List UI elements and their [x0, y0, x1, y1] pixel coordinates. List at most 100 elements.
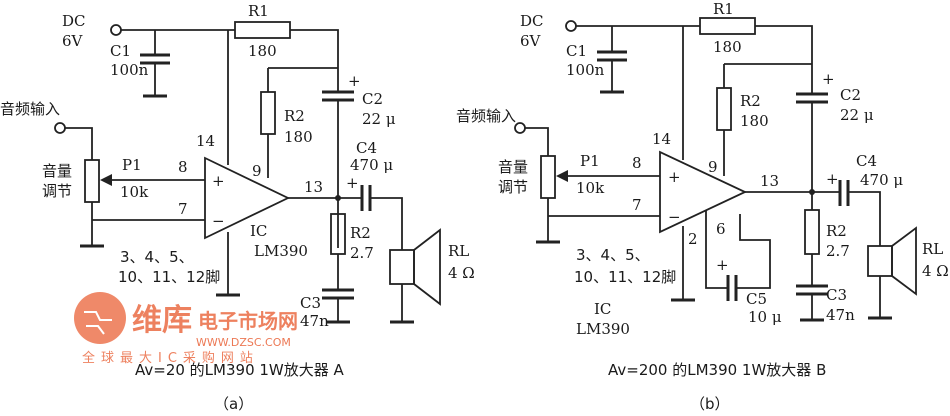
svg-text:+: +: [212, 172, 225, 190]
p1-value-a: 10k: [120, 183, 149, 201]
watermark: 维库 电子市场网 WWW.DZSC.COM 全球最大IC采购网站: [74, 292, 298, 366]
svg-text:13: 13: [760, 172, 779, 190]
svg-text:音量: 音量: [498, 158, 528, 176]
r1-a: [234, 21, 291, 39]
svg-text:8: 8: [632, 154, 642, 172]
caption-b: Av=200 的LM390 1W放大器 B: [608, 361, 826, 379]
potentiometer-a: [84, 159, 100, 203]
svg-text:+: +: [716, 256, 729, 274]
c2-value-a: 22 μ: [362, 110, 396, 128]
svg-text:13: 13: [304, 178, 323, 196]
svg-text:IC: IC: [594, 300, 611, 318]
circuit-a: DC 6V R1 180 C1 100n 14 R2 180 9 + C2 22…: [0, 2, 475, 413]
svg-text:470 μ: 470 μ: [860, 171, 903, 189]
watermark-brand-tail: 电子市场网: [198, 309, 298, 333]
c1-value-a: 100n: [110, 61, 149, 79]
svg-text:180: 180: [713, 38, 742, 56]
audio-input-label-a: 音频输入: [0, 100, 60, 118]
c3-value-a: 47n: [300, 312, 329, 330]
op-amp-b: [659, 150, 748, 234]
svg-text:7: 7: [632, 196, 642, 214]
r2-name-a: R2: [284, 107, 305, 125]
svg-text:C1: C1: [566, 42, 587, 60]
svg-text:音频输入: 音频输入: [456, 107, 516, 125]
svg-text:10、11、12脚: 10、11、12脚: [118, 268, 220, 286]
svg-text:+: +: [346, 174, 359, 192]
ic-name-a: IC: [250, 222, 267, 240]
svg-text:3、4、5、: 3、4、5、: [576, 246, 650, 264]
svg-text:6V: 6V: [520, 32, 542, 50]
svg-text:R1: R1: [713, 0, 734, 18]
dc-voltage-a: 6V: [62, 32, 84, 50]
svg-text:C3: C3: [826, 286, 847, 304]
ic-model-a: LM390: [254, 242, 308, 260]
r2b-name-a: R2: [350, 224, 371, 242]
svg-text:6: 6: [716, 220, 726, 238]
circuit-b: DC 6V R1 180 C1 100n 14 R2 180 9 + C2 22…: [456, 0, 949, 413]
svg-text:10k: 10k: [576, 179, 605, 197]
svg-text:调节: 调节: [42, 182, 72, 200]
caption-a: Av=20 的LM390 1W放大器 A: [135, 361, 345, 379]
svg-text:47n: 47n: [826, 306, 855, 324]
c4-value-a: 470 μ: [350, 156, 393, 174]
svg-text:DC: DC: [520, 12, 544, 30]
op-amp-a: [204, 156, 291, 240]
svg-text:+: +: [822, 70, 835, 88]
audio-input-terminal-a: [54, 122, 66, 134]
r2-a: [260, 91, 276, 135]
svg-text:C5: C5: [746, 290, 767, 308]
r2-value-a: 180: [284, 128, 313, 146]
svg-text:10 μ: 10 μ: [748, 308, 782, 326]
r2b-value-a: 2.7: [350, 244, 374, 262]
r2b-b: [804, 209, 820, 255]
svg-text:−: −: [668, 208, 681, 226]
speaker-a: [389, 249, 415, 285]
sub-a: （a）: [214, 395, 253, 413]
c1-name-a: C1: [110, 42, 131, 60]
p1-name-a: P1: [122, 156, 142, 174]
r1-name-a: R1: [248, 2, 269, 20]
svg-text:R2: R2: [740, 92, 761, 110]
svg-text:9: 9: [252, 162, 262, 180]
svg-text:C4: C4: [856, 152, 877, 170]
svg-text:10、11、12脚: 10、11、12脚: [574, 268, 676, 286]
svg-text:7: 7: [178, 200, 188, 218]
svg-text:RL: RL: [922, 240, 943, 258]
svg-text:2.7: 2.7: [826, 242, 850, 260]
svg-text:+: +: [668, 168, 681, 186]
svg-text:100n: 100n: [566, 61, 605, 79]
svg-text:调节: 调节: [498, 178, 528, 196]
r2-b: [716, 87, 732, 131]
r1-b: [699, 17, 756, 35]
c3-name-a: C3: [300, 294, 321, 312]
svg-text:音量: 音量: [42, 162, 72, 180]
svg-text:3、4、5、: 3、4、5、: [120, 248, 194, 266]
svg-text:C2: C2: [840, 86, 861, 104]
rail-right-a: [290, 29, 339, 92]
svg-text:8: 8: [178, 158, 188, 176]
svg-text:2: 2: [688, 230, 698, 248]
svg-text:+: +: [826, 170, 839, 188]
svg-text:14: 14: [652, 130, 671, 148]
c4-name-a: C4: [356, 139, 377, 157]
potentiometer-b: [540, 155, 556, 199]
svg-text:4 Ω: 4 Ω: [922, 262, 949, 280]
dc-label-a: DC: [62, 12, 86, 30]
rl-name-a: RL: [448, 242, 469, 260]
dc-terminal-a: [110, 24, 122, 36]
svg-text:−: −: [212, 212, 225, 230]
svg-text:P1: P1: [580, 152, 600, 170]
svg-text:180: 180: [740, 112, 769, 130]
watermark-brand: 维库: [132, 303, 192, 338]
svg-text:R2: R2: [826, 222, 847, 240]
watermark-slogan: 全球最大IC采购网站: [82, 350, 259, 366]
rl-value-a: 4 Ω: [448, 264, 475, 282]
c2-name-a: C2: [362, 90, 383, 108]
sub-b: （b）: [690, 395, 730, 413]
watermark-url: WWW.DZSC.COM: [196, 336, 291, 349]
svg-text:+: +: [348, 72, 361, 90]
svg-text:22 μ: 22 μ: [840, 106, 874, 124]
svg-text:9: 9: [708, 158, 718, 176]
